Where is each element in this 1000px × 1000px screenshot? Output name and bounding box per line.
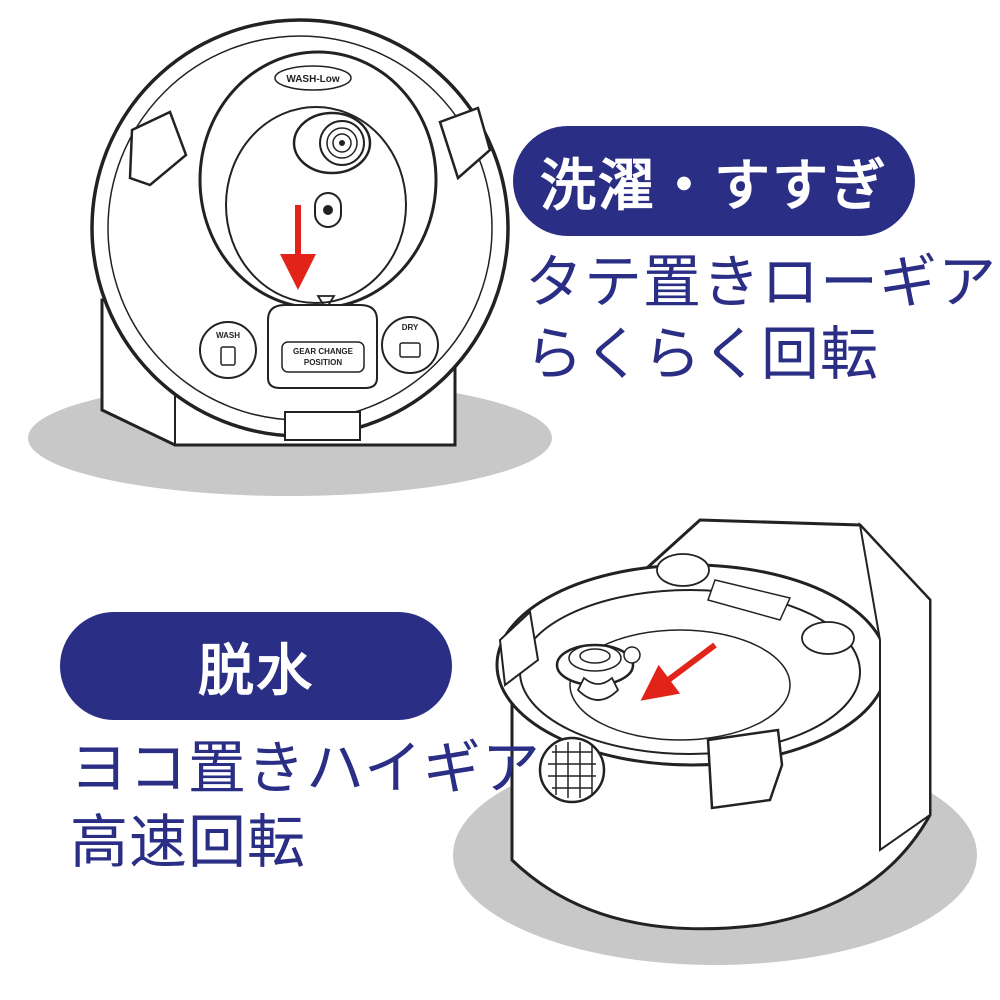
mode-desc-spin-line2: 高速回転: [70, 808, 307, 876]
dry-label: DRY: [402, 323, 419, 332]
mode-desc-wash-line1: タテ置きローギア: [525, 248, 998, 316]
gear-change-label-1: GEAR CHANGE: [293, 347, 354, 356]
gear-change-label-2: POSITION: [304, 358, 342, 367]
horizontal-washer: [453, 518, 977, 965]
mode-title-wash-rinse: 洗濯・すすぎ: [513, 126, 915, 236]
mode-desc-spin-line1: ヨコ置きハイギア: [70, 734, 541, 802]
rotation-arrow-bottom: [640, 642, 717, 701]
mode-title-spin: 脱水: [60, 612, 452, 720]
mode-desc-wash-line2: らくらく回転: [525, 320, 880, 388]
upright-washer: WASH-Low GEAR CHANGE POSITION WASH DRY: [28, 18, 552, 496]
wash-label: WASH: [216, 331, 240, 340]
lid-badge-label: WASH-Low: [286, 74, 340, 85]
